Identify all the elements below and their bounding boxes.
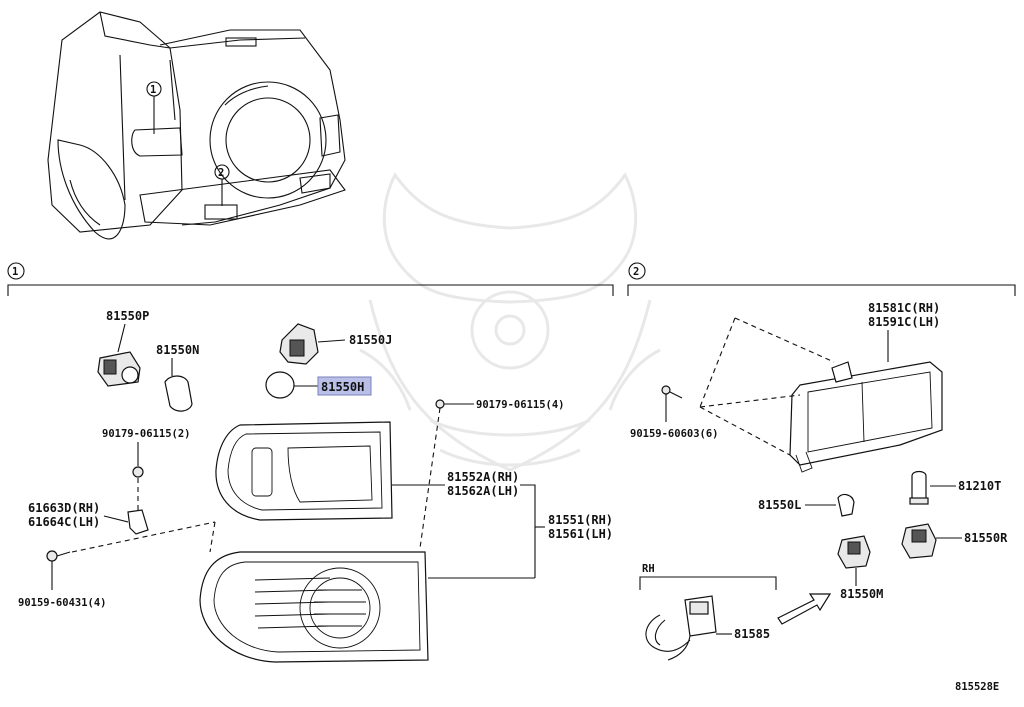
- label-81210T: 81210T: [958, 479, 1001, 493]
- label-81561: 81561(LH): [548, 527, 613, 541]
- label-90179-left: 90179-06115(2): [102, 428, 191, 440]
- label-81550M: 81550M: [840, 587, 883, 601]
- label-81562A: 81562A(LH): [447, 484, 519, 498]
- label-61664C: 61664C(LH): [28, 515, 100, 529]
- socket-81550M: 81550M: [837, 535, 883, 601]
- lens-81552A-81562A: 81552A(RH) 81562A(LH): [215, 421, 519, 521]
- label-61663D: 61663D(RH): [28, 501, 100, 515]
- nut-90179-left: 90179-06115(2): [102, 428, 191, 478]
- section-1-marker: 1: [12, 266, 18, 278]
- lamp-81551-81561: 81551(RH) 81561(LH): [199, 484, 613, 663]
- label-81550L: 81550L: [758, 498, 801, 512]
- bulb-81210T: 81210T: [909, 470, 1001, 505]
- bulb-81550N: 81550N: [156, 343, 199, 412]
- label-81550N: 81550N: [156, 343, 199, 357]
- callout-2-label: 2: [218, 167, 224, 179]
- highlight-81550H: [317, 376, 372, 396]
- label-90179-right: 90179-06115(4): [476, 399, 565, 411]
- label-81550H: 81550H: [321, 380, 364, 394]
- label-81591C: 81591C(LH): [868, 315, 940, 329]
- label-81585: 81585: [734, 627, 770, 641]
- socket-81550R: 81550R: [901, 523, 1008, 559]
- section-1-bracket: 1: [7, 262, 614, 296]
- socket-81550J: 81550J: [279, 323, 392, 365]
- bulb-81550L: 81550L: [758, 493, 855, 517]
- watermark-logo: [359, 172, 661, 472]
- label-81551: 81551(RH): [548, 513, 613, 527]
- wire-harness-81585: RH 81585: [639, 563, 777, 661]
- label-rh: RH: [642, 563, 655, 575]
- label-81552A: 81552A(RH): [447, 470, 519, 484]
- screw-90159-right: 90159-60603(6): [630, 385, 719, 440]
- vehicle-rear-illustration: 1 2: [47, 11, 346, 240]
- section-2-bracket: 2: [627, 262, 1016, 296]
- label-81550R: 81550R: [964, 531, 1008, 545]
- label-90159-right: 90159-60603(6): [630, 428, 719, 440]
- callout-1-label: 1: [150, 84, 156, 96]
- screw-90159-left: 90159-60431(4): [18, 521, 216, 609]
- section-2-marker: 2: [633, 266, 639, 278]
- label-81550P: 81550P: [106, 309, 149, 323]
- diagram-code: 815528E: [955, 681, 999, 693]
- lamp-81581C-81591C: 81581C(RH) 81591C(LH): [699, 301, 943, 473]
- socket-81550P: 81550P: [97, 309, 149, 387]
- bulb-81550H: 81550H: [265, 371, 372, 399]
- clip-61663D-61664C: 61663D(RH) 61664C(LH): [28, 478, 149, 535]
- nut-90179-right: 90179-06115(4): [419, 399, 565, 549]
- label-90159-left: 90159-60431(4): [18, 597, 107, 609]
- label-81581C: 81581C(RH): [868, 301, 940, 315]
- arrow-indicator: [777, 593, 832, 625]
- label-81550J: 81550J: [349, 333, 392, 347]
